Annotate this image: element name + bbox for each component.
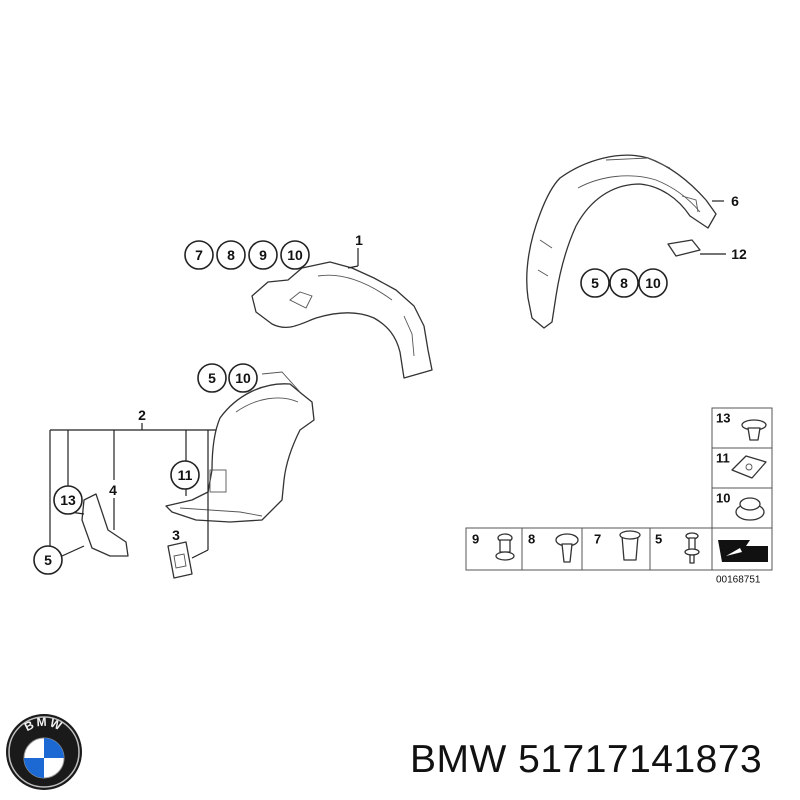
- callout-11: 11: [178, 467, 193, 483]
- legend-8: 8: [528, 532, 535, 547]
- part-12-clip: [667, 239, 701, 257]
- callout-13: 13: [60, 492, 76, 508]
- part-4-strip: [81, 493, 129, 557]
- part-6-wheel-arch-liner: [526, 154, 717, 329]
- callout-3: 3: [172, 527, 180, 543]
- part-1-front-liner: [251, 261, 433, 379]
- arrow-icon: [718, 540, 768, 562]
- callout-12: 12: [731, 246, 747, 262]
- legend-7: 7: [594, 532, 601, 547]
- pin-fastener-icon: [684, 532, 700, 564]
- callout-9: 9: [259, 247, 267, 263]
- callout-2: 2: [138, 407, 146, 423]
- diagram-code: 00168751: [716, 575, 761, 586]
- svg-text:BMW: BMW: [22, 715, 66, 734]
- logo-text: BMW: [22, 715, 64, 734]
- callout-6: 6: [731, 193, 739, 209]
- legend-13: 13: [716, 411, 730, 426]
- callout-10: 10: [235, 370, 251, 386]
- callout-1: 1: [355, 232, 363, 248]
- leader-lines: [49, 200, 726, 559]
- spring-nut-icon: [731, 455, 767, 479]
- round-nut-icon: [735, 497, 765, 521]
- callout-5: 5: [591, 275, 599, 291]
- push-rivet-icon: [741, 419, 767, 441]
- callout-group-5-8-10: 5 8 10: [580, 268, 668, 298]
- callout-7: 7: [195, 247, 203, 263]
- fastener-legend: 13 11 10 9 8 7 5: [465, 407, 773, 586]
- callout-8: 8: [620, 275, 628, 291]
- legend-10: 10: [716, 491, 730, 506]
- part-2-lower-liner: [165, 371, 315, 523]
- callout-8: 8: [227, 247, 235, 263]
- clip-nut-icon: [619, 530, 641, 561]
- legend-11: 11: [716, 451, 730, 466]
- bmw-logo: BMW: [6, 714, 82, 790]
- part-3-bracket: [167, 541, 193, 579]
- screw-icon: [555, 533, 579, 563]
- callout-10: 10: [645, 275, 661, 291]
- callout-4: 4: [109, 482, 117, 498]
- callout-10: 10: [287, 247, 303, 263]
- callout-5: 5: [44, 552, 52, 568]
- callout-5: 5: [208, 370, 216, 386]
- expanding-rivet-icon: [495, 533, 515, 561]
- callout-group-5-10: 5 10: [197, 363, 258, 393]
- callout-group-7-8-9-10: 7 8 9 10: [184, 240, 310, 270]
- legend-9: 9: [472, 532, 479, 547]
- legend-5: 5: [655, 532, 662, 547]
- part-number-caption: BMW 51717141873: [410, 738, 763, 781]
